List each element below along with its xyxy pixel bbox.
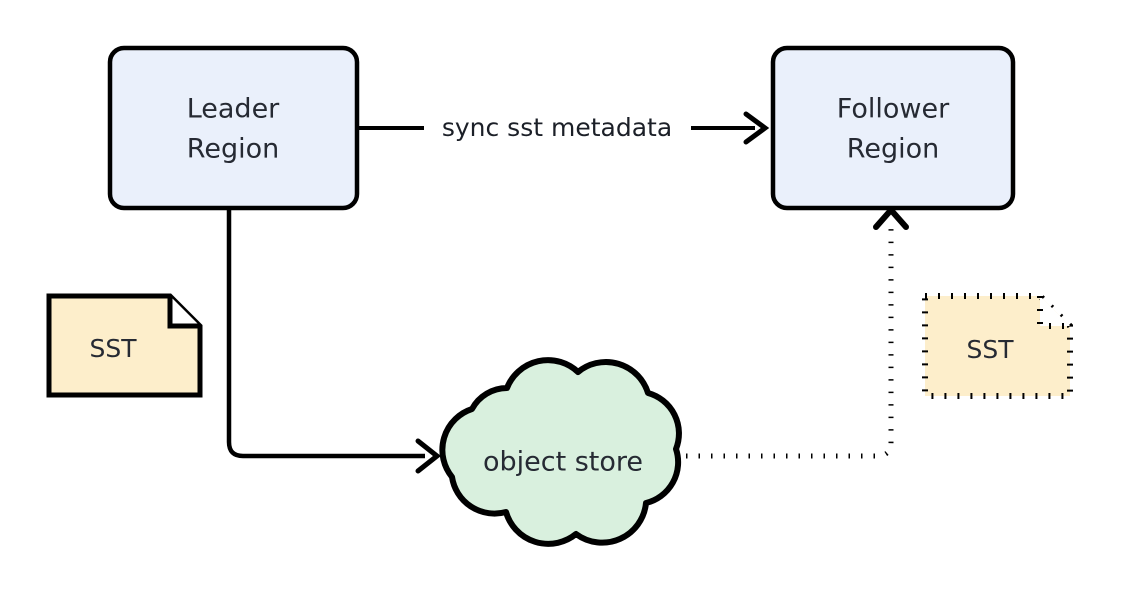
sst-note-leader-body[interactable] xyxy=(46,293,203,398)
leader-region-label-line2: Region xyxy=(187,134,279,165)
node-object-store-cloud[interactable]: object store xyxy=(439,357,682,547)
edge-upload-arrowhead-icon xyxy=(415,438,442,474)
sst-note-follower-body[interactable] xyxy=(922,293,1073,399)
node-sst-note-leader[interactable]: SST xyxy=(46,293,203,398)
sst-note-leader-folded-corner-icon xyxy=(167,296,200,329)
follower-region-box[interactable] xyxy=(770,45,1016,211)
edge-sync-sst-metadata: sync sst metadata xyxy=(357,111,770,145)
object-store-cloud-shape[interactable] xyxy=(439,357,682,547)
follower-region-label-line1: Follower xyxy=(837,94,950,125)
leader-region-label-line1: Leader xyxy=(187,94,280,125)
edge-sync-label: sync sst metadata xyxy=(442,113,672,142)
edge-fetch-arrowhead-icon xyxy=(873,205,909,230)
edge-fetch-dotted-path xyxy=(686,228,894,459)
edge-object-store-to-follower xyxy=(686,205,909,459)
sst-note-leader-label: SST xyxy=(89,334,137,363)
sst-note-follower-folded-corner-icon xyxy=(1037,296,1070,329)
leader-region-box[interactable] xyxy=(107,45,360,211)
node-leader-region[interactable]: Leader Region xyxy=(107,45,360,211)
object-store-label: object store xyxy=(483,447,643,478)
node-sst-note-follower[interactable]: SST xyxy=(922,293,1073,399)
edge-sync-arrowhead-icon xyxy=(743,111,770,145)
node-follower-region[interactable]: Follower Region xyxy=(770,45,1016,211)
edge-upload-path xyxy=(226,210,425,459)
edge-leader-to-object-store xyxy=(226,210,442,474)
sst-note-follower-label: SST xyxy=(966,335,1014,364)
follower-region-label-line2: Region xyxy=(847,134,939,165)
